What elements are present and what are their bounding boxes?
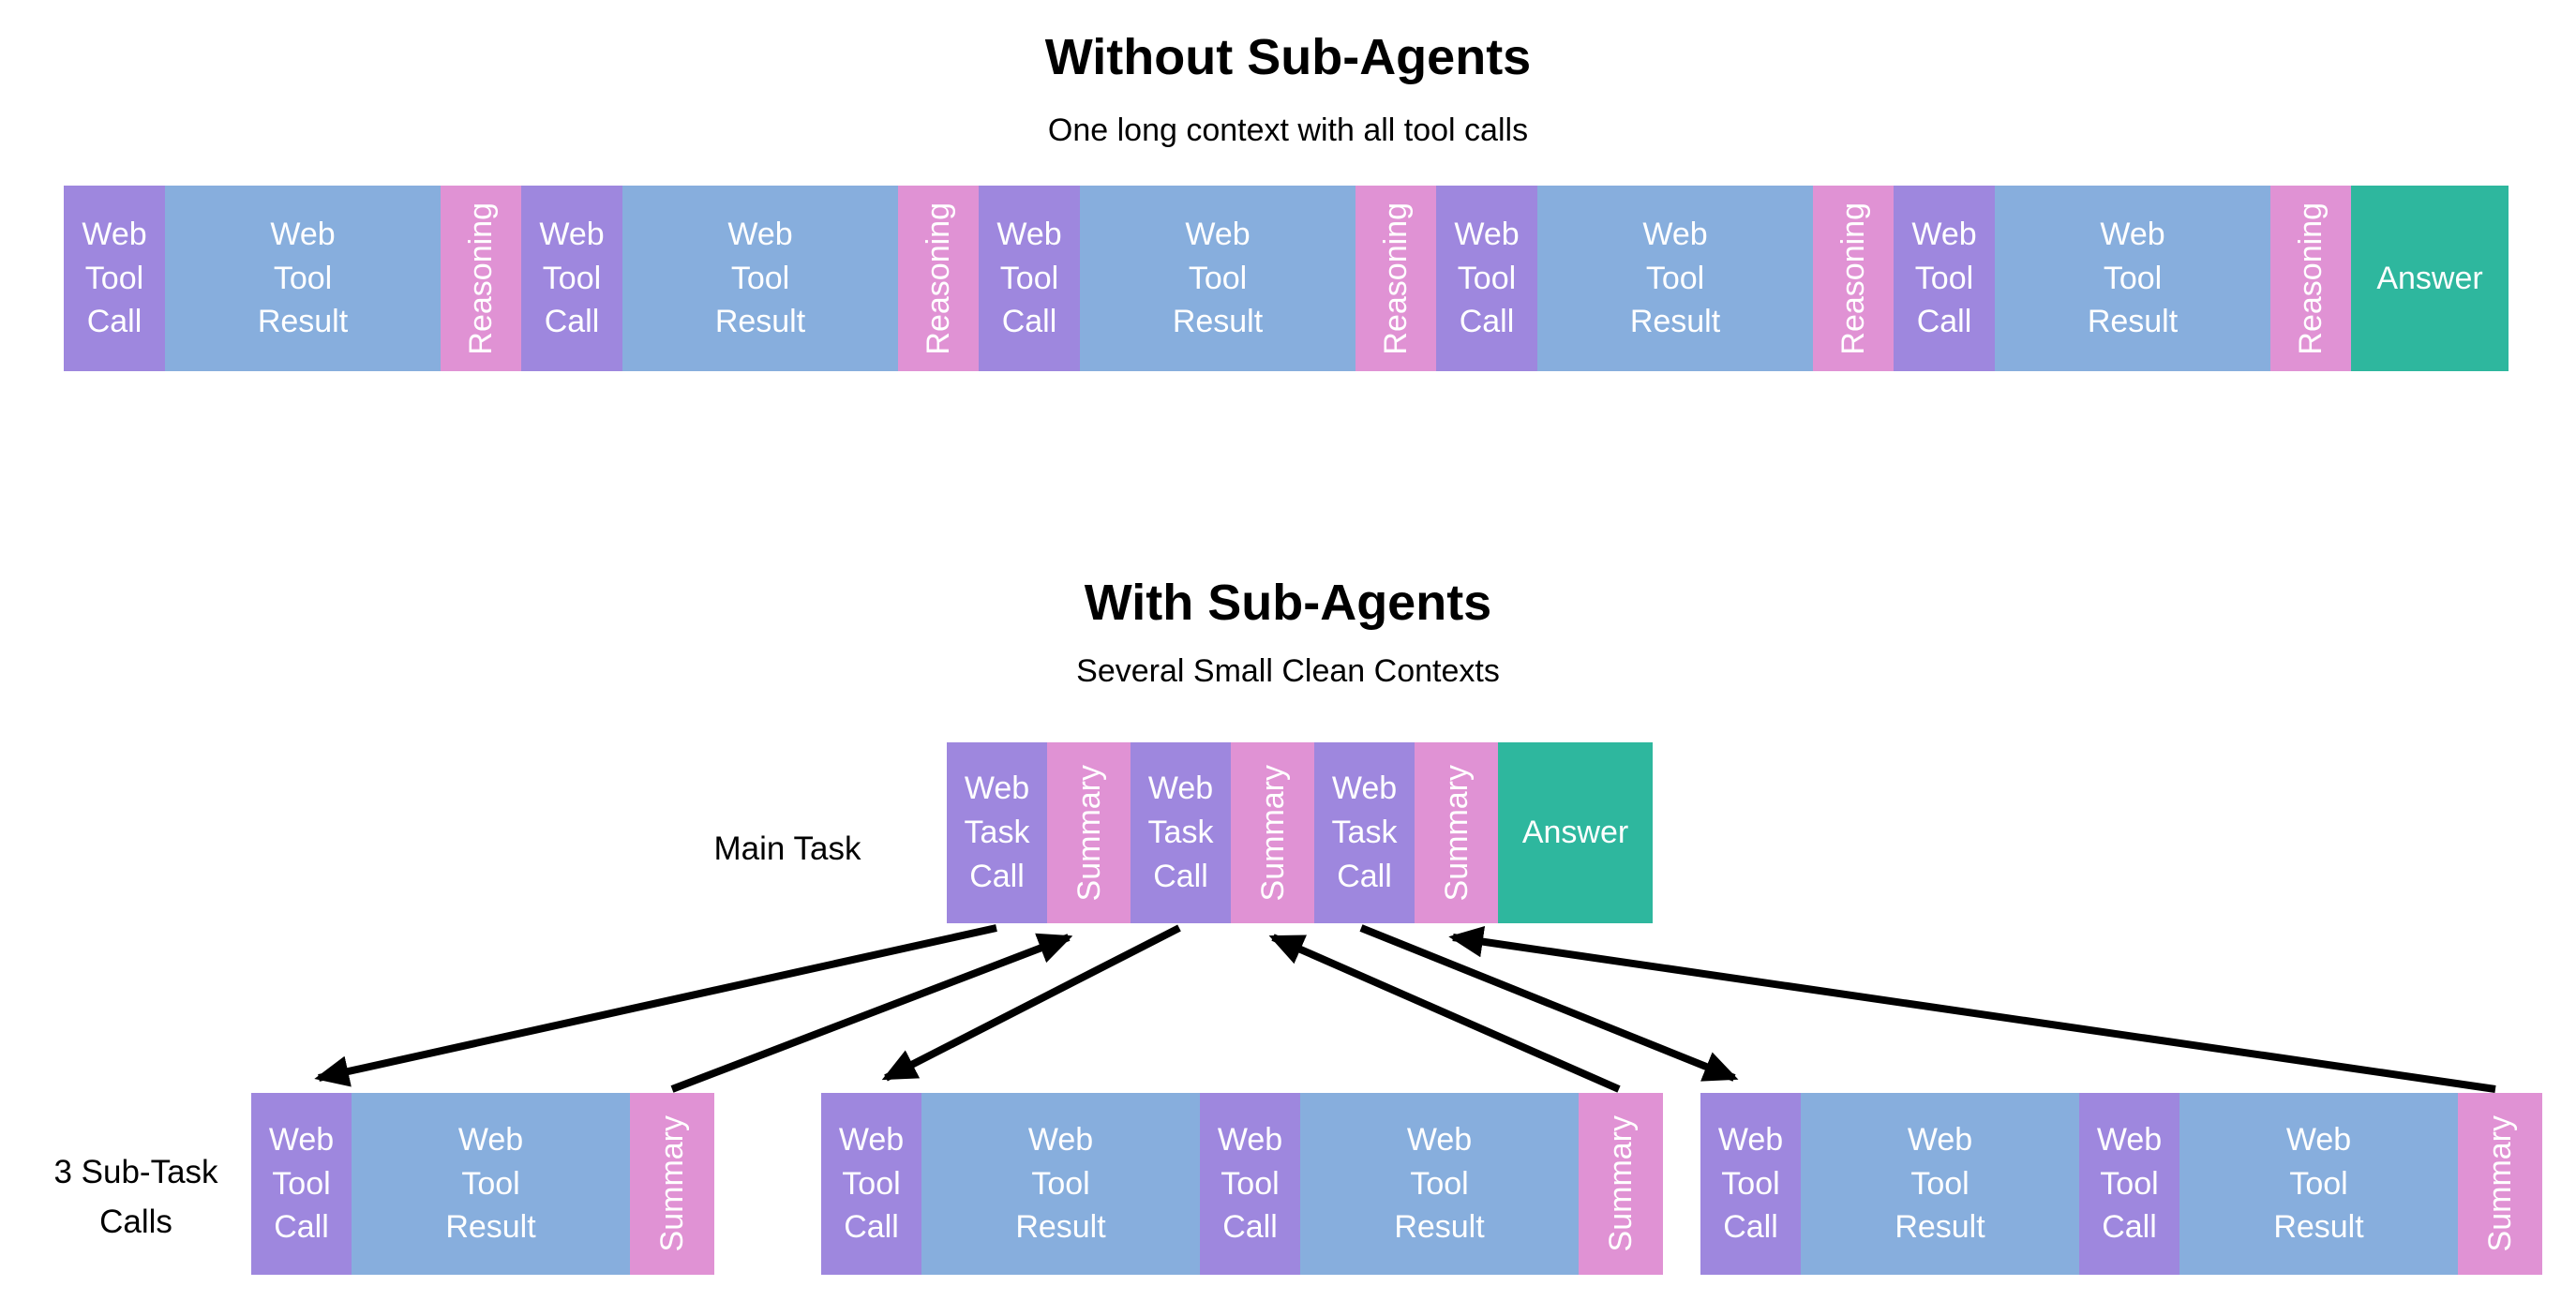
arrow-subtask-2-summary-to-main <box>1268 934 1621 1093</box>
reasoning-block: Reasoning <box>441 186 521 371</box>
block-label: Reasoning <box>1378 202 1414 355</box>
without-subagents-context-bar: Web Tool Call Web Tool Result Reasoning … <box>64 186 2509 371</box>
block-label: Web Tool Call <box>268 1121 335 1246</box>
block-label: Summary <box>1071 764 1107 902</box>
answer-block: Answer <box>2351 186 2509 371</box>
web-tool-call-block: Web Tool Call <box>1436 186 1537 371</box>
block-label: Web Tool Call <box>1911 216 1977 340</box>
web-tool-result-block: Web Tool Result <box>1801 1093 2079 1275</box>
web-tool-result-block: Web Tool Result <box>921 1093 1200 1275</box>
arrow-subtask-3-summary-to-main <box>1448 925 2496 1093</box>
block-label: Reasoning <box>921 202 956 355</box>
summary-block: Summary <box>2458 1093 2542 1275</box>
block-label: Web Tool Result <box>445 1121 536 1246</box>
reasoning-block: Reasoning <box>1355 186 1436 371</box>
summary-block: Summary <box>1415 742 1498 923</box>
reasoning-block: Reasoning <box>1813 186 1894 371</box>
block-label: Web Task Call <box>1147 770 1214 894</box>
web-tool-result-block: Web Tool Result <box>352 1093 630 1275</box>
block-label: Web Tool Result <box>714 216 806 340</box>
block-label: Web Tool Result <box>257 216 349 340</box>
block-label: Reasoning <box>463 202 499 355</box>
block-label: Web Tool Result <box>1172 216 1264 340</box>
block-label: Web Tool Result <box>1015 1121 1106 1246</box>
web-tool-result-block: Web Tool Result <box>2179 1093 2458 1275</box>
block-label: Web Tool Call <box>838 1121 905 1246</box>
block-label: Reasoning <box>1835 202 1871 355</box>
subtask-calls-label: 3 Sub-Task Calls <box>53 1154 218 1240</box>
block-label: Web Tool Result <box>1394 1121 1485 1246</box>
reasoning-block: Reasoning <box>898 186 979 371</box>
block-label: Answer <box>1521 815 1629 851</box>
web-tool-call-block: Web Tool Call <box>2079 1093 2179 1275</box>
block-label: Summary <box>1603 1115 1639 1252</box>
block-label: Web Task Call <box>1331 770 1398 894</box>
web-tool-call-block: Web Tool Call <box>821 1093 921 1275</box>
block-label: Summary <box>654 1115 690 1252</box>
subtask-bar-1: Web Tool Call Web Tool Result Summary <box>251 1093 714 1275</box>
block-label: Web Tool Result <box>1629 216 1721 340</box>
web-tool-result-block: Web Tool Result <box>1080 186 1355 371</box>
block-label: Web Tool Call <box>82 216 147 340</box>
reasoning-block: Reasoning <box>2270 186 2351 371</box>
answer-block: Answer <box>1498 742 1653 923</box>
arrow-subtask-1-summary-to-main <box>670 933 1073 1093</box>
section-subtitle-with-subagents: Several Small Clean Contexts <box>1076 653 1500 689</box>
block-label: Web Tool Result <box>2273 1121 2364 1246</box>
section-title-without-subagents: Without Sub-Agents <box>1044 29 1532 85</box>
block-label: Summary <box>1254 764 1291 902</box>
block-label: Web Tool Result <box>1895 1121 1985 1246</box>
main-task-bar: Web Task Call Summary Web Task Call Summ… <box>947 742 1653 923</box>
block-label: Web Tool Call <box>1454 216 1520 340</box>
block-label: Web Tool Call <box>996 216 1062 340</box>
summary-block: Summary <box>630 1093 714 1275</box>
block-label: Web Task Call <box>964 770 1030 894</box>
arrow-task-call-1-to-subtask-1 <box>314 924 997 1087</box>
web-tool-result-block: Web Tool Result <box>622 186 898 371</box>
block-label: Web Tool Call <box>2096 1121 2163 1246</box>
web-tool-call-block: Web Tool Call <box>1200 1093 1300 1275</box>
block-label: Reasoning <box>2293 202 2329 355</box>
web-tool-result-block: Web Tool Result <box>165 186 441 371</box>
block-label: Web Tool Result <box>2087 216 2179 340</box>
web-task-call-block: Web Task Call <box>947 742 1047 923</box>
summary-block: Summary <box>1047 742 1131 923</box>
web-tool-call-block: Web Tool Call <box>979 186 1080 371</box>
web-tool-call-block: Web Tool Call <box>64 186 165 371</box>
web-tool-result-block: Web Tool Result <box>1300 1093 1579 1275</box>
block-label: Summary <box>1438 764 1475 902</box>
block-label: Web Tool Call <box>1217 1121 1283 1246</box>
section-subtitle-without-subagents: One long context with all tool calls <box>1047 112 1529 148</box>
main-task-label: Main Task <box>713 830 861 867</box>
web-tool-result-block: Web Tool Result <box>1995 186 2270 371</box>
arrow-task-call-3-to-subtask-3 <box>1359 924 1739 1082</box>
web-task-call-block: Web Task Call <box>1131 742 1231 923</box>
summary-block: Summary <box>1579 1093 1663 1275</box>
web-tool-call-block: Web Tool Call <box>1700 1093 1801 1275</box>
web-tool-call-block: Web Tool Call <box>251 1093 352 1275</box>
arrow-task-call-2-to-subtask-2 <box>881 924 1181 1082</box>
summary-block: Summary <box>1231 742 1314 923</box>
web-tool-result-block: Web Tool Result <box>1537 186 1813 371</box>
block-label: Web Tool Call <box>539 216 605 340</box>
subtask-bar-2: Web Tool Call Web Tool Result Web Tool C… <box>821 1093 1663 1275</box>
block-label: Summary <box>2482 1115 2518 1252</box>
block-label: Answer <box>2376 260 2483 296</box>
web-tool-call-block: Web Tool Call <box>1894 186 1995 371</box>
web-tool-call-block: Web Tool Call <box>521 186 622 371</box>
block-label: Web Tool Call <box>1717 1121 1784 1246</box>
subtask-bar-3: Web Tool Call Web Tool Result Web Tool C… <box>1700 1093 2542 1275</box>
web-task-call-block: Web Task Call <box>1314 742 1415 923</box>
section-title-with-subagents: With Sub-Agents <box>1084 575 1492 631</box>
